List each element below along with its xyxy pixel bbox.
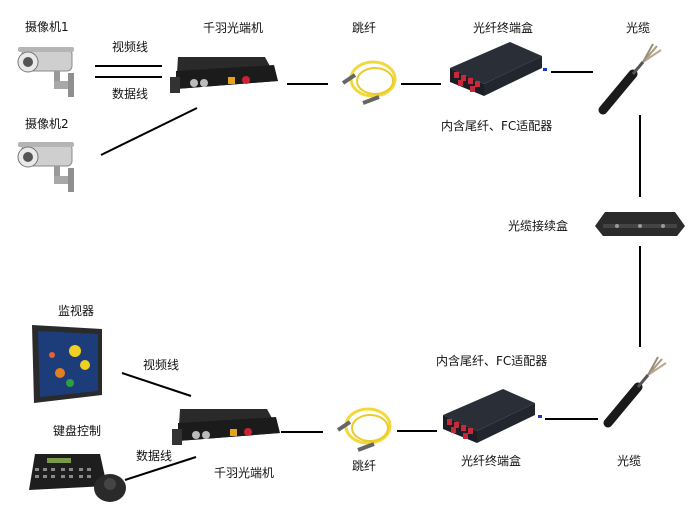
optical-transceiver-bottom: [172, 405, 282, 450]
keyboard-icon: [29, 454, 126, 502]
monitor: [30, 323, 105, 403]
video-line-label-top: 视频线: [112, 40, 149, 54]
fiber-cable-icon: [598, 43, 662, 115]
splice-box-icon: [595, 212, 685, 236]
camera2-label: 摄像机2: [25, 117, 69, 131]
patch-cord-label-bottom: 跳纤: [352, 459, 377, 473]
terminal-box-icon: [443, 389, 535, 443]
video-line-bottom: [121, 372, 192, 397]
fiber-cable-icon: [603, 356, 667, 428]
patch-cord-bottom: [330, 402, 396, 457]
fiber-cable-bottom: [600, 355, 675, 430]
patch-cord-label-top: 跳纤: [352, 21, 377, 35]
camera-1: [10, 45, 80, 105]
fiber-terminal-box-top: [450, 38, 545, 98]
data-line-bottom: [124, 456, 197, 481]
terminal-box-icon: [450, 42, 542, 96]
monitor-icon: [32, 325, 102, 403]
fiber-patch-cord-icon: [341, 60, 397, 105]
terminal-box-label-top: 光纤终端盒: [473, 21, 534, 35]
transceiver-label-top: 千羽光端机: [203, 21, 264, 35]
monitor-label: 监视器: [58, 304, 95, 318]
fiber-splice-box: [595, 208, 685, 240]
terminal-box-note-top: 内含尾纤、FC适配器: [441, 119, 553, 133]
camera1-label: 摄像机1: [25, 20, 69, 34]
video-line-label-bottom: 视频线: [143, 358, 180, 372]
terminal-box-label-bottom: 光纤终端盒: [461, 454, 522, 468]
data-line-label-bottom: 数据线: [136, 449, 173, 463]
splice-box-label: 光缆接续盒: [508, 219, 569, 233]
cable-label-top: 光缆: [626, 21, 651, 35]
fiber-cable-top: [595, 42, 670, 117]
camera2-line: [100, 107, 198, 156]
camera-icon: [17, 47, 74, 97]
transceiver-icon: [172, 409, 280, 445]
data-line-label-top: 数据线: [112, 87, 149, 101]
fiber-terminal-box-bottom: [443, 385, 538, 445]
terminal-box-note-bottom: 内含尾纤、FC适配器: [436, 354, 548, 368]
camera-icon: [17, 142, 74, 192]
keyboard-label: 键盘控制: [53, 424, 102, 438]
camera-2: [10, 140, 80, 200]
keyboard-controller: [25, 448, 130, 508]
transceiver-icon: [170, 57, 278, 93]
cable-label-bottom: 光缆: [617, 454, 642, 468]
fiber-patch-cord-icon: [336, 407, 392, 452]
patch-cord-top: [335, 55, 401, 110]
transceiver-label-bottom: 千羽光端机: [214, 466, 275, 480]
optical-transceiver-top: [170, 53, 280, 98]
